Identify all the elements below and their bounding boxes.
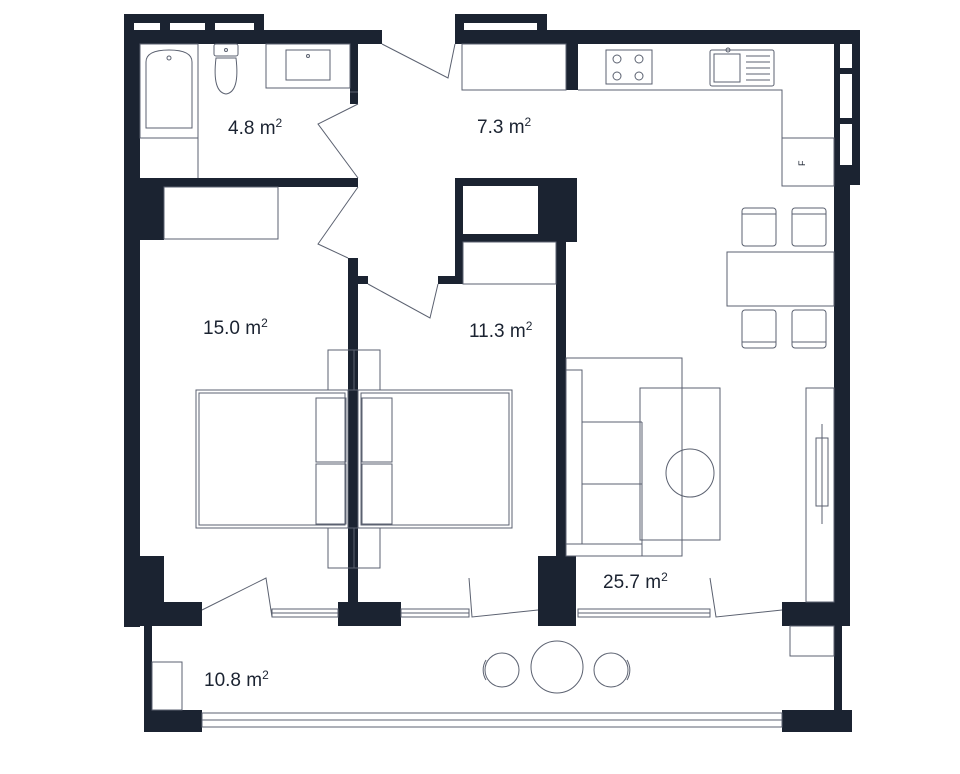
tv-icon bbox=[805, 387, 835, 603]
room-area-living: 25.7 m2 bbox=[603, 570, 668, 593]
door-icon bbox=[709, 577, 783, 618]
chair-icon bbox=[593, 652, 631, 688]
table-icon bbox=[530, 640, 584, 694]
wall bbox=[782, 602, 850, 626]
fixtures bbox=[139, 43, 835, 728]
door-icon bbox=[381, 43, 456, 79]
wall bbox=[852, 30, 860, 185]
chair-icon bbox=[791, 207, 827, 247]
bed-icon bbox=[353, 349, 513, 569]
window-icon bbox=[271, 608, 339, 618]
room-area-bedroom1: 15.0 m2 bbox=[203, 316, 268, 339]
wardrobe-icon bbox=[461, 43, 567, 91]
bed-icon bbox=[195, 349, 355, 569]
door-icon bbox=[201, 577, 273, 618]
chair-icon bbox=[791, 309, 827, 349]
door-icon bbox=[468, 577, 539, 618]
stove-icon bbox=[605, 49, 653, 85]
wall bbox=[124, 30, 382, 44]
wall bbox=[124, 602, 202, 626]
wall bbox=[834, 626, 842, 732]
wall bbox=[537, 14, 547, 34]
wall bbox=[348, 258, 358, 626]
room-area-hallway: 7.3 m2 bbox=[477, 115, 532, 138]
wall bbox=[455, 178, 463, 284]
table-icon bbox=[726, 251, 835, 307]
bathtub-icon bbox=[139, 43, 199, 139]
wall bbox=[538, 178, 577, 242]
room-area-bedroom2: 11.3 m2 bbox=[469, 319, 533, 342]
wall bbox=[566, 30, 578, 90]
kitchen-sink-icon bbox=[709, 47, 775, 87]
wall bbox=[350, 30, 358, 104]
room-area-bathroom: 4.8 m2 bbox=[228, 116, 283, 139]
chair-icon bbox=[741, 309, 777, 349]
window-icon bbox=[400, 608, 470, 618]
wall bbox=[455, 30, 860, 44]
wall bbox=[338, 602, 401, 626]
fridge-label: F bbox=[797, 160, 807, 166]
window-icon bbox=[201, 712, 783, 728]
toilet-icon bbox=[213, 43, 239, 95]
chair-icon bbox=[741, 207, 777, 247]
wall bbox=[455, 14, 464, 44]
wall bbox=[834, 68, 860, 74]
room-area-balcony: 10.8 m2 bbox=[204, 668, 269, 691]
wall bbox=[205, 14, 215, 34]
coffee-table-icon bbox=[665, 448, 715, 498]
room-labels: 4.8 m2 7.3 m2 15.0 m2 11.3 m2 25.7 m2 10… bbox=[203, 115, 668, 691]
storage-unit bbox=[789, 625, 835, 657]
storage-unit bbox=[151, 661, 183, 711]
door-icon bbox=[367, 283, 439, 319]
wall bbox=[254, 14, 264, 34]
wall bbox=[538, 556, 576, 626]
wall bbox=[556, 234, 566, 626]
wall bbox=[834, 30, 860, 38]
wardrobe-icon bbox=[163, 186, 279, 240]
fridge-icon bbox=[781, 137, 835, 187]
wall bbox=[124, 14, 134, 34]
wall bbox=[455, 234, 577, 242]
wall bbox=[455, 14, 547, 23]
wall bbox=[438, 276, 463, 284]
wall bbox=[834, 118, 860, 124]
wall bbox=[160, 14, 170, 34]
wall bbox=[358, 276, 368, 284]
sofa-icon bbox=[565, 357, 683, 557]
wall bbox=[144, 710, 202, 732]
wall bbox=[124, 14, 264, 23]
wall bbox=[144, 626, 152, 732]
rug bbox=[639, 387, 721, 541]
wall bbox=[455, 178, 577, 186]
wall bbox=[124, 178, 164, 240]
walls bbox=[124, 14, 860, 732]
door-icon bbox=[317, 186, 359, 259]
wall bbox=[782, 710, 852, 732]
sink-icon bbox=[265, 43, 351, 89]
wardrobe-icon bbox=[462, 241, 557, 285]
wall bbox=[834, 165, 860, 185]
wall bbox=[124, 178, 358, 187]
chair-icon bbox=[482, 652, 520, 688]
door-icon bbox=[317, 103, 359, 179]
wall bbox=[834, 30, 840, 185]
wall bbox=[834, 183, 850, 626]
wall bbox=[124, 30, 140, 627]
wall bbox=[124, 556, 164, 606]
window-icon bbox=[577, 608, 711, 618]
